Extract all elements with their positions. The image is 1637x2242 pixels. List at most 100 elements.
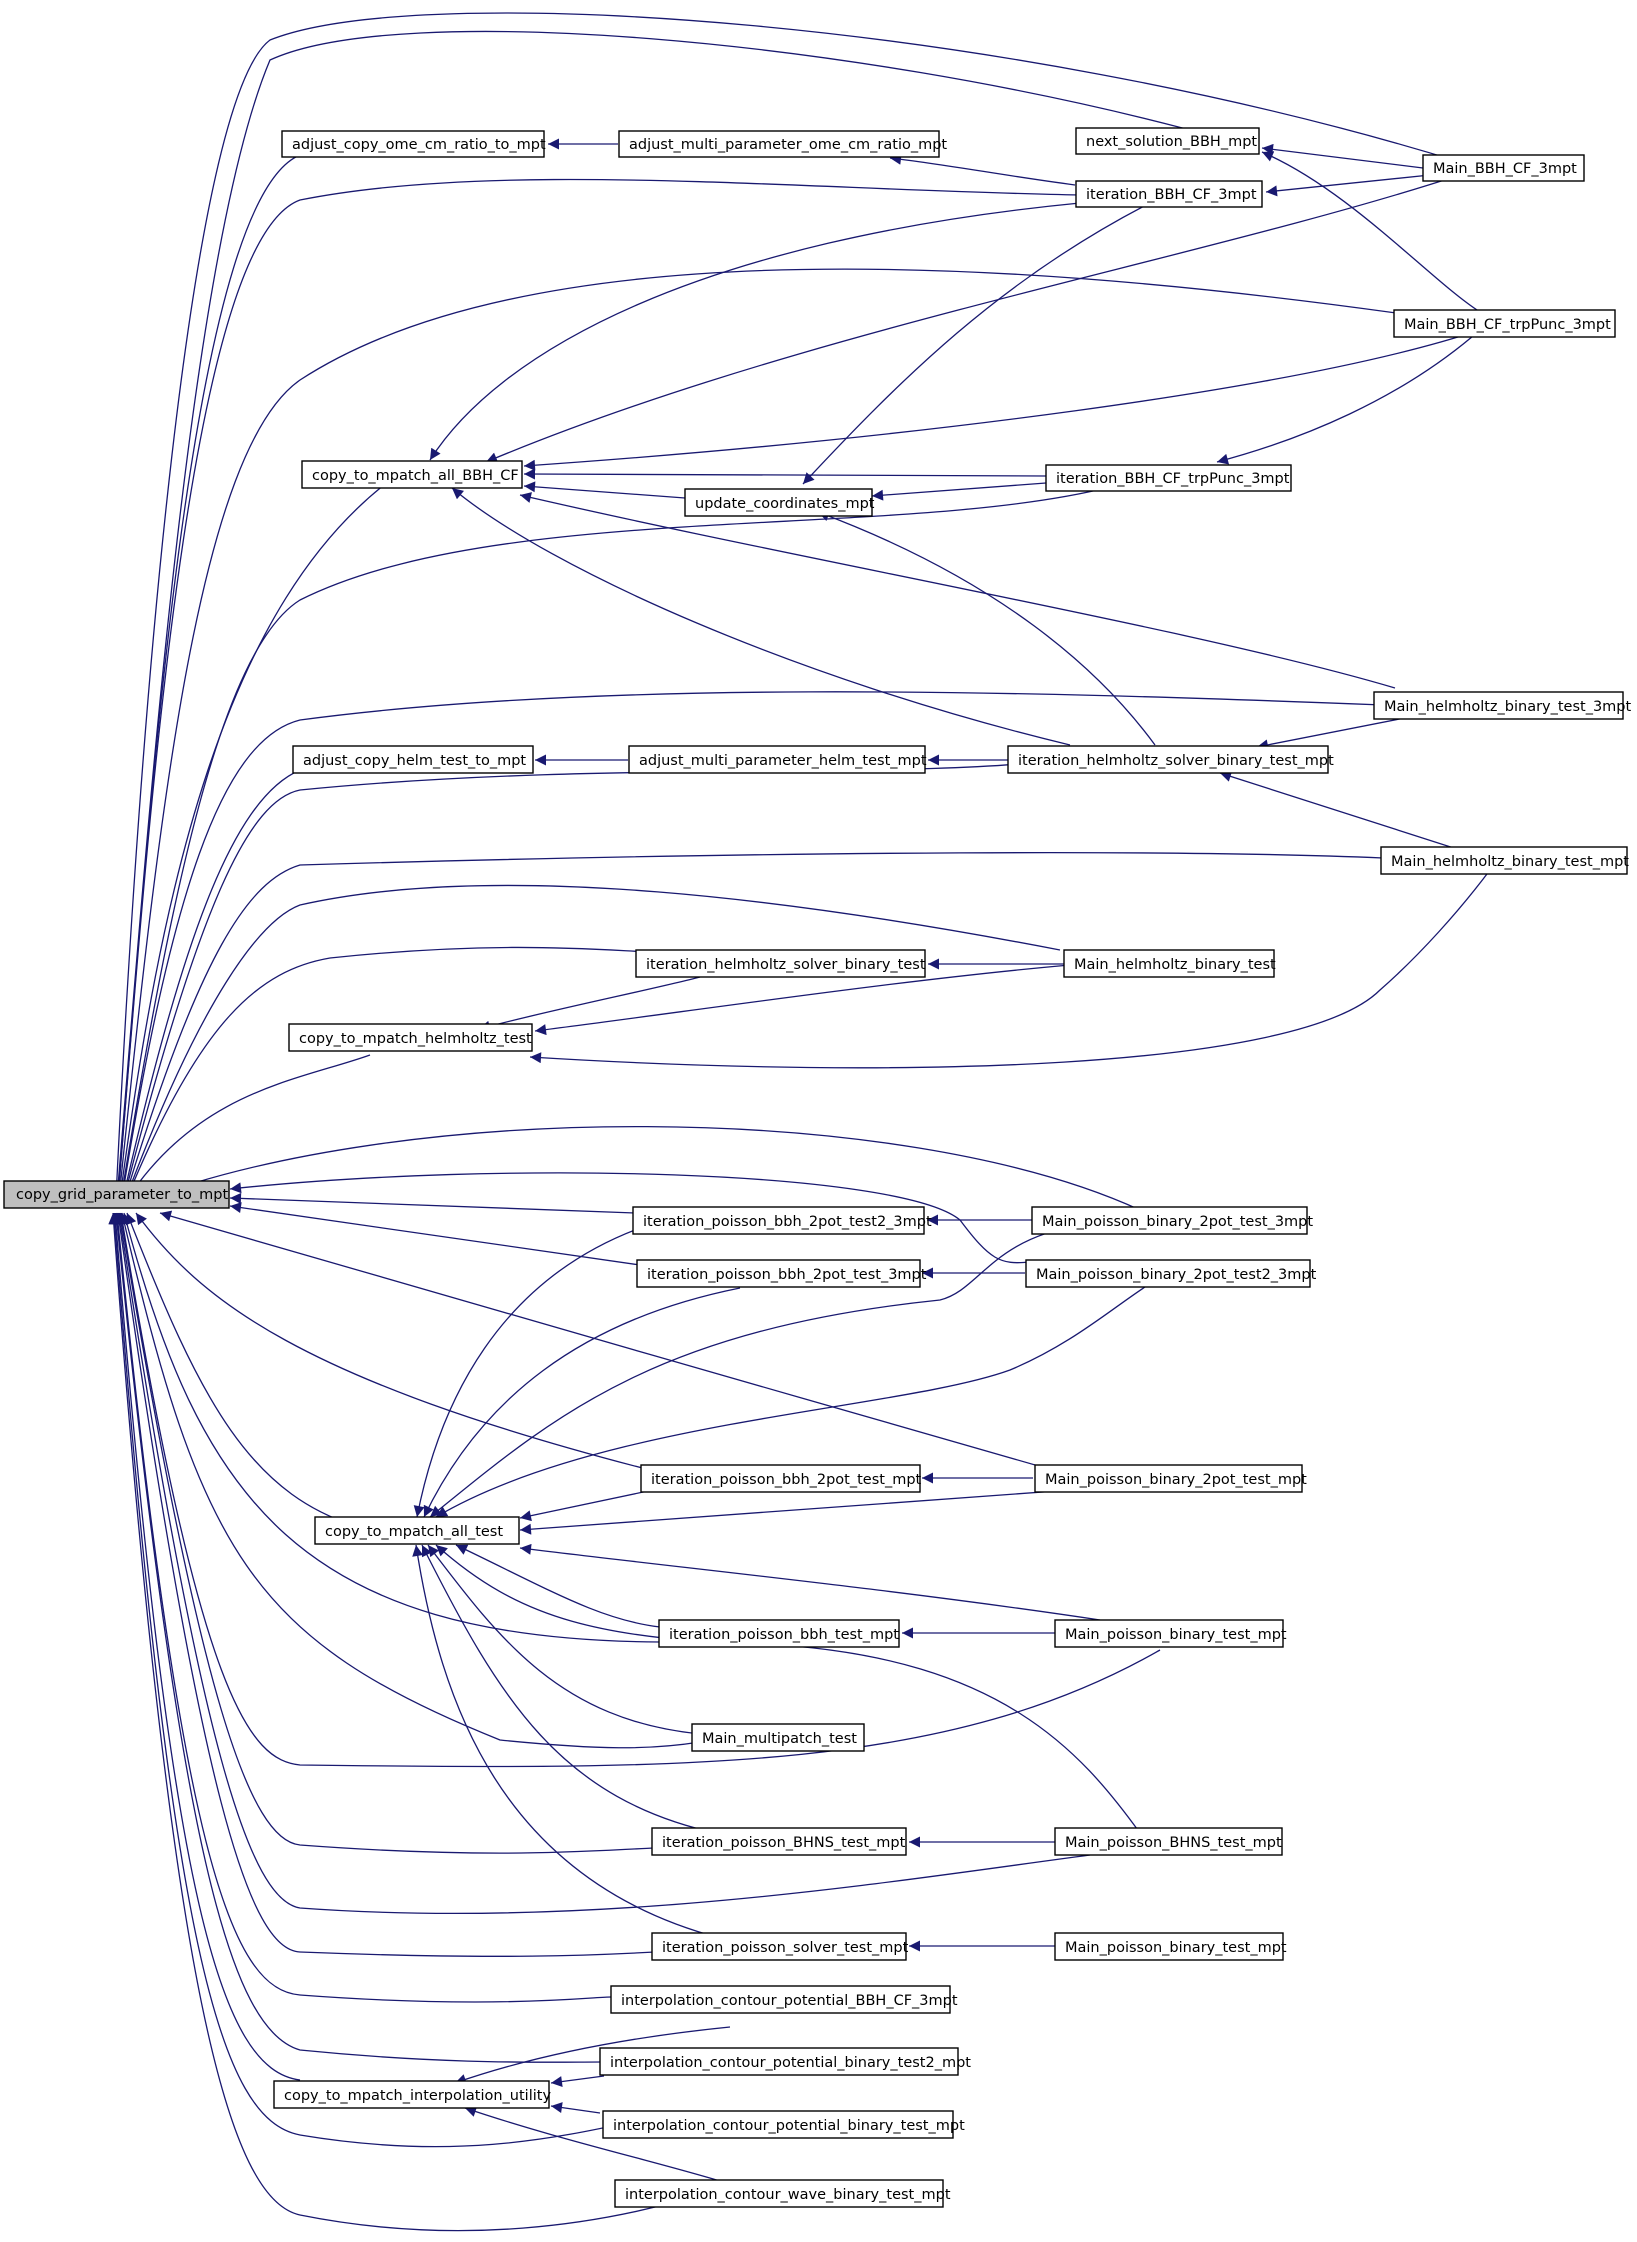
- node-label: iteration_poisson_bbh_2pot_test_3mpt: [647, 1267, 927, 1283]
- node-iteration-bbh-cf-3mpt[interactable]: iteration_BBH_CF_3mpt: [1075, 180, 1263, 208]
- node-copy-to-mpatch-all-bbh-cf[interactable]: copy_to_mpatch_all_BBH_CF: [301, 460, 523, 489]
- node-label: copy_to_mpatch_helmholtz_test: [299, 1031, 532, 1047]
- node-main-poisson-binary-test-mpt[interactable]: Main_poisson_binary_test_mpt: [1054, 1619, 1287, 1648]
- edge: [413, 1227, 641, 1518]
- node-main-poisson-binary-2pot-test2-3mpt[interactable]: Main_poisson_binary_2pot_test2_3mpt: [1025, 1259, 1317, 1288]
- node-update-coordinates-mpt[interactable]: update_coordinates_mpt: [684, 488, 875, 517]
- node-label: adjust_multi_parameter_ome_cm_ratio_mpt: [629, 137, 947, 153]
- node-label: iteration_poisson_bbh_2pot_test2_3mpt: [643, 1214, 932, 1230]
- node-label: copy_to_mpatch_all_BBH_CF: [312, 468, 519, 484]
- node-label: iteration_poisson_BHNS_test_mpt: [662, 1835, 906, 1851]
- node-main-poisson-bhns-test-mpt[interactable]: Main_poisson_BHNS_test_mpt: [1054, 1827, 1283, 1856]
- node-main-poisson-binary-2pot-test-mpt[interactable]: Main_poisson_binary_2pot_test_mpt: [1034, 1464, 1307, 1493]
- edge: [478, 976, 701, 1032]
- edge: [125, 1212, 371, 1531]
- edge: [1219, 771, 1461, 851]
- node-copy-to-mpatch-helmholtz-test[interactable]: copy_to_mpatch_helmholtz_test: [288, 1023, 533, 1052]
- node-iteration-poisson-bbh-2pot-test-3mpt[interactable]: iteration_poisson_bbh_2pot_test_3mpt: [636, 1259, 927, 1288]
- edge: [122, 852, 1384, 1199]
- edge: [229, 1172, 1031, 1264]
- node-copy-grid-parameter-to-mpt[interactable]: copy_grid_parameter_to_mpt: [3, 1180, 230, 1209]
- node-label: Main_poisson_binary_test_mpt: [1065, 1627, 1287, 1643]
- edge: [427, 1544, 701, 1735]
- edge: [550, 2075, 605, 2088]
- edge: [550, 2102, 601, 2114]
- edge: [802, 202, 1151, 485]
- edge: [871, 482, 1047, 501]
- edge: [109, 1212, 641, 2148]
- edge: [523, 481, 686, 499]
- node-iteration-helmholtz-solver-binary-test-mpt[interactable]: iteration_helmholtz_solver_binary_test_m…: [1007, 745, 1334, 774]
- edge: [108, 1212, 731, 2232]
- node-iteration-helmholtz-solver-binary-test[interactable]: iteration_helmholtz_solver_binary_test: [635, 949, 926, 978]
- node-adjust-multi-parameter-helm-test-mpt[interactable]: adjust_multi_parameter_helm_test_mpt: [628, 745, 927, 774]
- edge: [464, 2106, 721, 2182]
- node-iteration-poisson-bhns-test-mpt[interactable]: iteration_poisson_BHNS_test_mpt: [651, 1827, 907, 1856]
- edge: [455, 1544, 661, 1628]
- node-label: iteration_BBH_CF_3mpt: [1086, 187, 1257, 203]
- node-label: Main_poisson_binary_test_mpt: [1065, 1940, 1287, 1956]
- node-main-helmholtz-binary-test-mpt[interactable]: Main_helmholtz_binary_test_mpt: [1380, 846, 1629, 875]
- edge: [523, 468, 1047, 480]
- node-label: interpolation_contour_potential_BBH_CF_3…: [621, 1993, 958, 2009]
- node-label: Main_poisson_BHNS_test_mpt: [1065, 1835, 1282, 1851]
- node-interpolation-contour-potential-binary-test2-mpt[interactable]: interpolation_contour_potential_binary_t…: [599, 2047, 971, 2076]
- edge: [135, 1125, 1141, 1211]
- node-main-bbh-cf-3mpt[interactable]: Main_BBH_CF_3mpt: [1422, 154, 1585, 182]
- node-label: iteration_BBH_CF_trpPunc_3mpt: [1056, 471, 1290, 487]
- node-interpolation-contour-potential-binary-test-mpt[interactable]: interpolation_contour_potential_binary_t…: [602, 2110, 965, 2139]
- edge: [1261, 151, 1481, 313]
- node-iteration-poisson-bbh-2pot-test2-3mpt[interactable]: iteration_poisson_bbh_2pot_test2_3mpt: [632, 1206, 932, 1235]
- edge: [117, 1212, 1161, 1768]
- node-main-poisson-binary-2pot-test-3mpt[interactable]: Main_poisson_binary_2pot_test_3mpt: [1031, 1206, 1313, 1235]
- edge: [112, 30, 1191, 1199]
- node-label: Main_poisson_binary_2pot_test_3mpt: [1042, 1214, 1313, 1230]
- edge: [519, 1490, 649, 1522]
- edge: [534, 964, 1071, 1036]
- node-label: next_solution_BBH_mpt: [1086, 134, 1257, 150]
- node-main-bbh-cf-trppunc-3mpt[interactable]: Main_BBH_CF_trpPunc_3mpt: [1393, 309, 1616, 338]
- edge: [1261, 143, 1424, 169]
- node-iteration-bbh-cf-trppunc-3mpt[interactable]: iteration_BBH_CF_trpPunc_3mpt: [1045, 464, 1292, 492]
- node-adjust-copy-helm-test-to-mpt[interactable]: adjust_copy_helm_test_to_mpt: [292, 745, 534, 774]
- node-copy-to-mpatch-interpolation-utility[interactable]: copy_to_mpatch_interpolation_utility: [273, 2080, 551, 2109]
- node-label: copy_to_mpatch_all_test: [325, 1524, 503, 1540]
- node-iteration-poisson-bbh-test-mpt[interactable]: iteration_poisson_bbh_test_mpt: [658, 1619, 900, 1648]
- edge: [116, 472, 401, 1199]
- node-label: iteration_poisson_bbh_test_mpt: [669, 1627, 899, 1643]
- node-copy-to-mpatch-all-test[interactable]: copy_to_mpatch_all_test: [314, 1516, 520, 1545]
- node-main-helmholtz-binary-test-3mpt[interactable]: Main_helmholtz_binary_test_3mpt: [1373, 691, 1632, 720]
- edge: [110, 1212, 301, 2081]
- node-main-helmholtz-binary-test[interactable]: Main_helmholtz_binary_test: [1063, 949, 1276, 978]
- node-label: Main_helmholtz_binary_test_mpt: [1391, 854, 1629, 870]
- node-adjust-copy-ome-cm-ratio-to-mpt[interactable]: adjust_copy_ome_cm_ratio_to_mpt: [281, 130, 546, 158]
- edge: [111, 1212, 603, 2063]
- node-label: adjust_multi_parameter_helm_test_mpt: [639, 753, 927, 769]
- node-next-solution-bbh-mpt[interactable]: next_solution_BBH_mpt: [1075, 127, 1260, 155]
- edge: [523, 329, 1481, 471]
- edge: [519, 1489, 1071, 1535]
- edge: [135, 1212, 651, 1471]
- edge: [127, 1054, 371, 1199]
- node-iteration-poisson-bbh-2pot-test-mpt[interactable]: iteration_poisson_bbh_2pot_test_mpt: [640, 1464, 922, 1493]
- node-label: iteration_poisson_solver_test_mpt: [662, 1940, 909, 1956]
- node-iteration-poisson-solver-test-mpt[interactable]: iteration_poisson_solver_test_mpt: [651, 1932, 909, 1961]
- node-interpolation-contour-potential-bbh-cf-3mpt[interactable]: interpolation_contour_potential_BBH_CF_3…: [610, 1985, 958, 2014]
- edge: [421, 1544, 721, 1835]
- edge: [1256, 714, 1421, 751]
- call-edges: [108, 12, 1491, 2232]
- edge: [229, 1202, 641, 1266]
- node-adjust-multi-parameter-ome-cm-ratio-mpt[interactable]: adjust_multi_parameter_ome_cm_ratio_mpt: [618, 130, 947, 158]
- edge: [519, 492, 1396, 689]
- edge: [454, 2026, 731, 2085]
- edge: [1265, 174, 1431, 197]
- edge: [118, 691, 1384, 1199]
- node-label: interpolation_contour_potential_binary_t…: [610, 2055, 971, 2071]
- node-main-poisson-binary-test-mpt-2[interactable]: Main_poisson_binary_test_mpt: [1054, 1932, 1287, 1961]
- node-interpolation-contour-wave-binary-test-mpt[interactable]: interpolation_contour_wave_binary_test_m…: [614, 2179, 951, 2208]
- node-label: adjust_copy_ome_cm_ratio_to_mpt: [292, 137, 546, 153]
- node-main-multipatch-test[interactable]: Main_multipatch_test: [691, 1723, 865, 1752]
- node-label: Main_helmholtz_binary_test_3mpt: [1384, 699, 1632, 715]
- edge: [451, 487, 1071, 746]
- edge: [435, 1286, 1146, 1518]
